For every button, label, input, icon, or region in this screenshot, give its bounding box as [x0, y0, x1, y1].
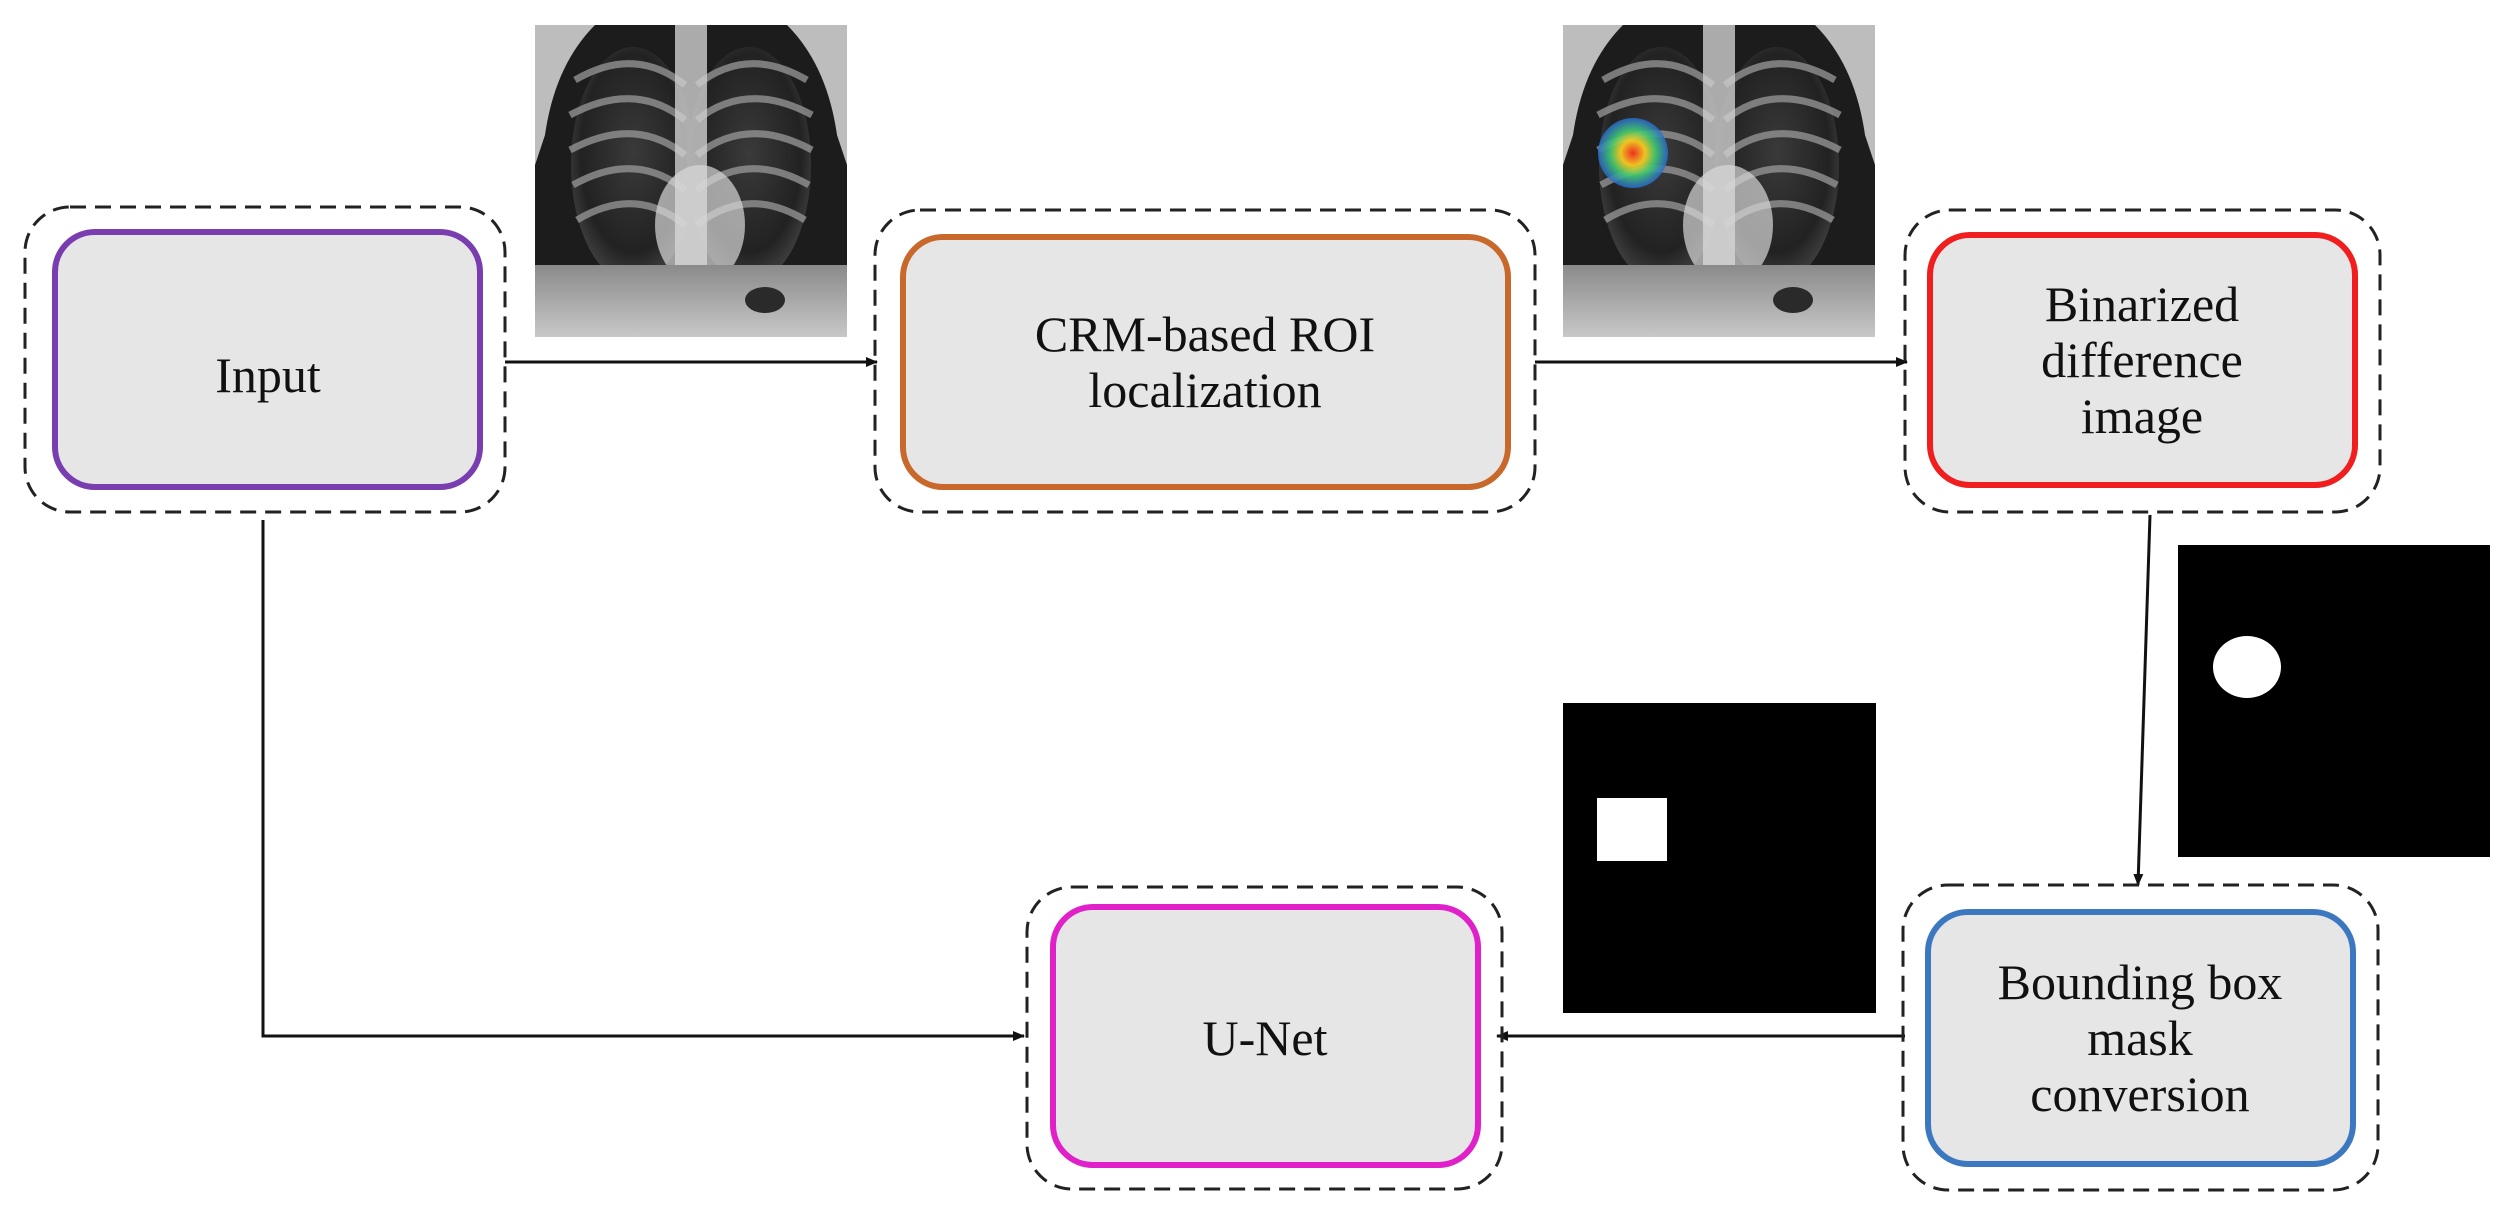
node-crm-dashed-frame: [873, 208, 1537, 514]
xray-input-image: [535, 25, 847, 337]
connector-binarized-to-bbox: [2133, 514, 2152, 886]
node-unet-label: U-Net: [1203, 1010, 1328, 1066]
node-binarized-label-line-1: Binarized: [2045, 276, 2239, 332]
node-input-box: [52, 229, 483, 490]
binary-mask-image: [2178, 545, 2490, 857]
xray-heatmap-image: [1563, 25, 1875, 337]
node-unet: U-Net: [1025, 885, 1504, 1191]
node-crm-label-line-1: CRM-based ROI: [1035, 306, 1375, 362]
bbox-mask-image: [1563, 703, 1876, 1013]
mask-bbox-square: [1597, 798, 1667, 861]
node-binarized-dashed-frame: [1903, 208, 2382, 514]
node-crm-box: [900, 234, 1511, 490]
node-unet-label-line-1: U-Net: [1203, 1010, 1328, 1066]
node-crm-label-line-2: localization: [1088, 362, 1321, 418]
node-unet-dashed-frame: [1025, 885, 1504, 1191]
node-binarized-label-line-3: image: [2081, 388, 2203, 444]
mask-blob: [2213, 636, 2281, 698]
node-bbox-label-line-3: conversion: [2030, 1066, 2249, 1122]
node-input-dashed-frame: [23, 205, 507, 514]
node-bbox-dashed-frame: [1901, 883, 2380, 1192]
roi-heatmap: [1598, 118, 1668, 188]
node-binarized-box: [1927, 232, 2358, 488]
node-input-label: Input: [215, 347, 321, 403]
node-unet-box: [1050, 904, 1481, 1168]
node-input-label-line-1: Input: [215, 347, 321, 403]
node-binarized-label-line-2: difference: [2041, 332, 2243, 388]
node-input: Input: [23, 205, 507, 514]
node-bbox-label-line-2: mask: [2087, 1010, 2193, 1066]
node-bbox-label-line-1: Bounding box: [1998, 954, 2283, 1010]
connector-input-to-unet: [261, 520, 1025, 1041]
node-bbox-box: [1925, 909, 2356, 1167]
